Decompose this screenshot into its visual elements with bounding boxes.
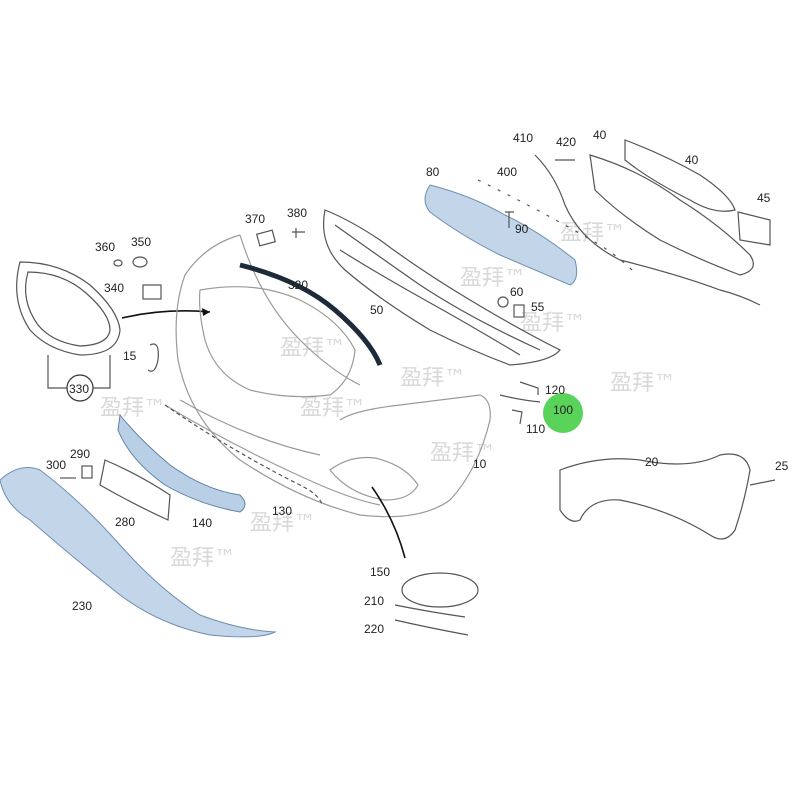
label-90: 90	[515, 222, 529, 236]
arrow-head	[202, 308, 210, 316]
label-20: 20	[645, 455, 659, 469]
callout-circle-330	[66, 374, 94, 402]
label-15: 15	[123, 349, 137, 363]
part-20-reinforcement	[559, 453, 751, 540]
part-330-grille-frame	[16, 261, 121, 402]
leader-line-150	[371, 486, 406, 559]
part-340-module	[142, 284, 162, 300]
part-80-absorber	[424, 184, 578, 286]
part-290-clip	[81, 465, 93, 479]
watermark: 盈拜™	[460, 266, 526, 291]
part-350-sensor	[132, 256, 148, 268]
label-290: 290	[70, 447, 90, 461]
label-140: 140	[192, 516, 212, 530]
label-120: 120	[545, 383, 565, 397]
label-150: 150	[370, 565, 390, 579]
label-340: 340	[104, 281, 124, 295]
label-300: 300	[46, 458, 66, 472]
part-140-lower-grille	[117, 413, 246, 513]
part-400-strip	[477, 179, 633, 271]
label-380: 380	[287, 206, 307, 220]
watermark: 盈拜™	[250, 511, 316, 536]
watermark: 盈拜™	[430, 441, 496, 466]
part-25-bolt	[749, 479, 776, 486]
label-40: 40	[685, 153, 699, 167]
label-420: 420	[556, 135, 576, 149]
label-210: 210	[364, 594, 384, 608]
label-370: 370	[245, 212, 265, 226]
leader-line	[121, 310, 211, 319]
part-50-carrier	[322, 209, 561, 366]
label-25: 25	[775, 459, 789, 473]
watermark: 盈拜™	[100, 396, 166, 421]
label-55: 55	[531, 300, 545, 314]
part-labels: 10 15 20 25 40 40 45 50 55 60 80 90 100 …	[46, 128, 789, 636]
label-10: 10	[473, 457, 487, 471]
part-130-trim	[164, 404, 323, 506]
watermark: 盈拜™	[170, 546, 236, 571]
watermark: 盈拜™	[280, 336, 346, 361]
highlight-marker	[543, 393, 583, 433]
label-360: 360	[95, 240, 115, 254]
label-410: 410	[513, 131, 533, 145]
watermark: 盈拜™	[400, 366, 466, 391]
part-15-bracket	[147, 343, 159, 372]
label-280: 280	[115, 515, 135, 529]
watermark: 盈拜™	[520, 311, 586, 336]
label-40: 40	[593, 128, 607, 142]
label-45: 45	[757, 191, 771, 205]
label-320: 320	[288, 278, 308, 292]
part-320-seal	[239, 262, 383, 366]
part-360-clip	[113, 259, 123, 267]
watermark: 盈拜™	[300, 396, 366, 421]
label-80: 80	[426, 165, 440, 179]
fog-lamp-opening	[329, 456, 419, 501]
part-280-bracket	[99, 459, 171, 521]
part-230-spoiler	[0, 467, 277, 638]
label-60: 60	[510, 285, 524, 299]
label-330: 330	[69, 382, 89, 396]
label-220: 220	[364, 622, 384, 636]
watermark: 盈拜™	[610, 371, 676, 396]
part-small-fasteners	[497, 211, 525, 318]
part-120-110-brackets	[499, 381, 541, 425]
label-230: 230	[72, 599, 92, 613]
part-210-trim	[394, 604, 466, 618]
label-130: 130	[272, 504, 292, 518]
part-410-cable	[534, 154, 761, 306]
label-110: 110	[526, 422, 545, 436]
label-400: 400	[497, 165, 517, 179]
part-40-brackets	[589, 139, 771, 276]
part-370-380-fasteners	[255, 228, 305, 247]
part-220-trim	[394, 619, 469, 636]
label-350: 350	[131, 235, 151, 249]
part-sensors	[113, 256, 162, 372]
label-50: 50	[370, 303, 384, 317]
label-100: 100	[553, 403, 573, 417]
part-45-mount	[737, 211, 771, 246]
part-150-fog-grille	[401, 572, 479, 608]
